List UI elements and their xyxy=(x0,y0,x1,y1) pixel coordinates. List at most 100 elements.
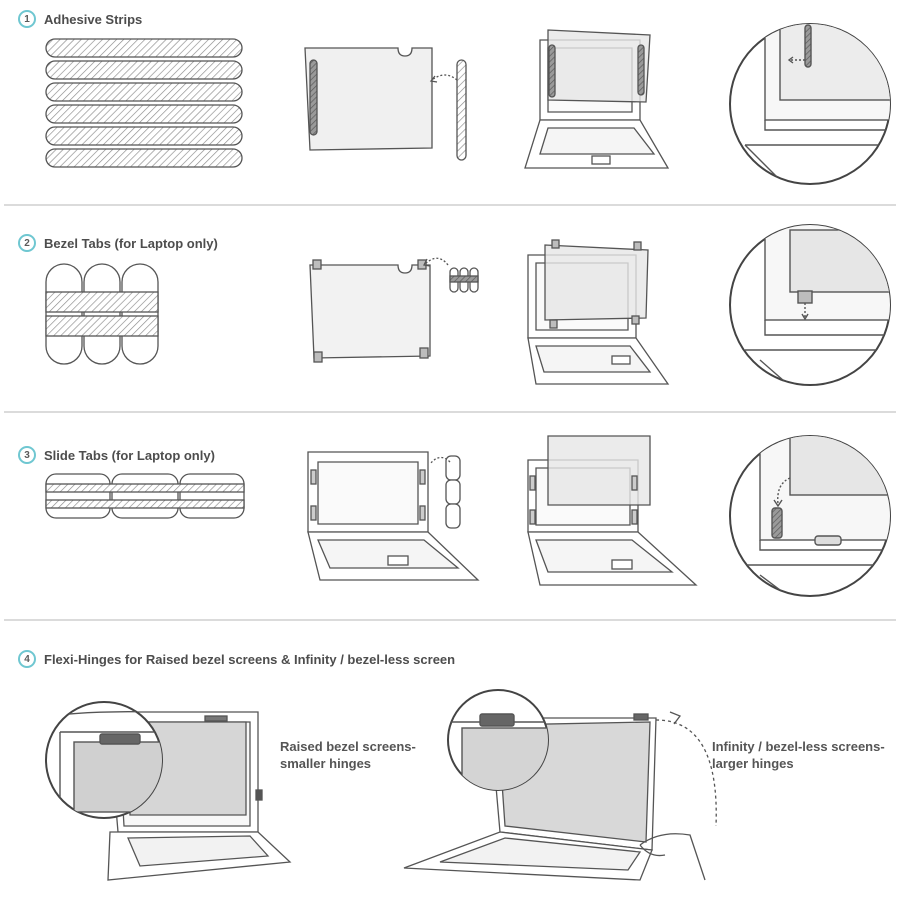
tab-adhesive-band xyxy=(45,315,159,337)
detail-zoom-3 xyxy=(729,435,891,597)
detail-zoom-5 xyxy=(447,689,549,791)
bezel-tab xyxy=(45,263,83,365)
privacy-filter-panel xyxy=(309,264,431,359)
detail-zoom-4 xyxy=(45,701,163,819)
section-1-heading: 1 Adhesive Strips xyxy=(18,10,142,28)
trackpad xyxy=(591,155,611,165)
privacy-filter-panel xyxy=(304,47,433,151)
laptop-with-filter-1 xyxy=(524,29,670,169)
section-title: Flexi-Hinges for Raised bezel screens & … xyxy=(44,651,456,667)
arrow-head xyxy=(429,75,438,83)
filter-with-tabs-illustration xyxy=(309,257,479,363)
section-dividers xyxy=(4,204,896,621)
tab-adhesive-band xyxy=(449,275,479,283)
slide-tab-applied xyxy=(310,469,317,485)
laptop-display xyxy=(317,461,419,525)
adhesive-strip xyxy=(45,38,243,58)
hand-outline xyxy=(639,833,706,881)
detail-zoom-1 xyxy=(729,23,891,185)
laptop-with-slide-tabs xyxy=(307,451,480,581)
slide-tab xyxy=(45,473,111,519)
bezel-tab-applied xyxy=(417,259,427,270)
adhesive-strip xyxy=(45,60,243,80)
caption-line: Raised bezel screens- xyxy=(280,739,416,754)
arrow-head xyxy=(423,258,431,267)
laptop-with-filter-3 xyxy=(527,435,698,586)
bezel-tab-applied xyxy=(551,239,560,249)
bezel-tab-applied xyxy=(313,351,323,363)
rotation-arrow xyxy=(655,719,717,827)
applied-strip xyxy=(548,44,556,98)
flexi-hinge xyxy=(204,715,228,722)
caption-line: smaller hinges xyxy=(280,756,372,771)
applied-strip xyxy=(637,44,645,96)
keyboard xyxy=(539,127,656,155)
bezel-tabs-icon xyxy=(45,263,159,365)
hand-finger xyxy=(639,844,666,857)
slide-tab-applied xyxy=(310,505,317,521)
section-3-heading: 3 Slide Tabs (for Laptop only) xyxy=(18,446,215,464)
privacy-filter-panel xyxy=(544,244,649,321)
step-number-badge: 2 xyxy=(18,234,36,252)
adhesive-strip xyxy=(45,82,243,102)
keyboard xyxy=(317,539,460,569)
slide-tab-applied xyxy=(631,509,638,525)
loose-slide-tab xyxy=(445,455,461,481)
section-title: Slide Tabs (for Laptop only) xyxy=(44,447,215,463)
privacy-filter-panel xyxy=(547,29,651,103)
step-number-badge: 4 xyxy=(18,650,36,668)
step-number-badge: 3 xyxy=(18,446,36,464)
bezel-tab xyxy=(121,263,159,365)
slide-tab-applied xyxy=(529,475,536,491)
loose-slide-tab xyxy=(445,503,461,529)
slide-tabs-icon xyxy=(45,473,245,519)
loose-strip xyxy=(456,59,467,161)
slide-tab-applied xyxy=(529,509,536,525)
filter-with-strip-illustration xyxy=(304,47,467,161)
section-title: Adhesive Strips xyxy=(44,11,143,27)
keyboard xyxy=(535,345,652,373)
keyboard xyxy=(127,835,270,867)
tab-adhesive-band xyxy=(45,499,245,509)
applied-strip xyxy=(309,59,318,136)
step-number-badge: 1 xyxy=(18,10,36,28)
slide-tab xyxy=(179,473,245,519)
raised-bezel-caption: Raised bezel screens- smaller hinges xyxy=(280,738,416,772)
adhesive-strips-icon xyxy=(45,38,243,168)
section-4-heading: 4 Flexi-Hinges for Raised bezel screens … xyxy=(18,650,455,668)
caption-line: Infinity / bezel-less screens- xyxy=(712,739,885,754)
keyboard xyxy=(535,539,674,573)
trackpad xyxy=(611,355,631,365)
bezel-tab-applied xyxy=(633,241,642,251)
bezel-tab-applied xyxy=(549,319,558,329)
slide-tab-applied xyxy=(419,469,426,485)
detail-zoom-2 xyxy=(729,224,891,386)
adhesive-strip xyxy=(45,126,243,146)
trackpad xyxy=(611,559,633,570)
arrow-head xyxy=(669,711,682,725)
loose-slide-tab xyxy=(445,479,461,505)
attach-arrow xyxy=(431,74,458,81)
keyboard xyxy=(439,837,642,871)
adhesive-strip xyxy=(45,148,243,168)
trackpad xyxy=(387,555,409,566)
flexi-hinge xyxy=(633,713,649,721)
privacy-filter-panel xyxy=(547,435,651,506)
section-2-heading: 2 Bezel Tabs (for Laptop only) xyxy=(18,234,218,252)
caption-line: larger hinges xyxy=(712,756,794,771)
flexi-hinge xyxy=(255,789,263,801)
tab-adhesive-band xyxy=(45,483,245,493)
bezel-tab xyxy=(83,263,121,365)
bezel-tab-applied xyxy=(312,259,322,270)
attach-arrow xyxy=(424,257,449,266)
infinity-caption: Infinity / bezel-less screens- larger hi… xyxy=(712,738,885,772)
slide-tab-applied xyxy=(631,475,638,491)
bezel-tab-applied xyxy=(419,347,429,359)
slide-tab-applied xyxy=(419,505,426,521)
tab-adhesive-band xyxy=(45,291,159,313)
section-title: Bezel Tabs (for Laptop only) xyxy=(44,235,218,251)
bezel-tab-applied xyxy=(631,315,640,325)
laptop-with-filter-2 xyxy=(527,239,670,385)
